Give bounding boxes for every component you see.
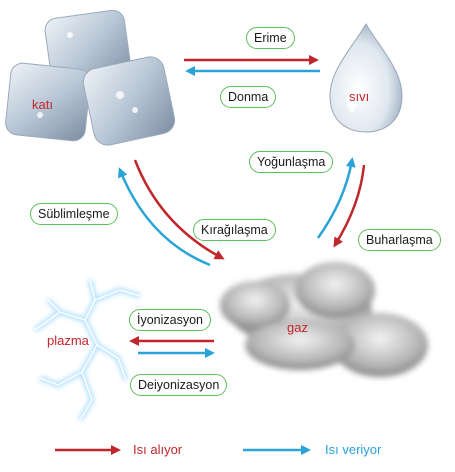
gas-label: gaz — [287, 320, 308, 335]
evaporation-arrow — [333, 164, 366, 248]
condensation-arrow — [316, 157, 356, 239]
cloud-image — [220, 262, 428, 377]
condensation-label: Yoğunlaşma — [249, 151, 334, 173]
legend-releases-text: Isı veriyor — [325, 442, 382, 457]
ice-cubes-image — [5, 9, 176, 146]
water-drop-image — [329, 23, 403, 133]
deposition-arrow — [133, 159, 225, 260]
liquid-label: sıvı — [349, 89, 370, 104]
deposition-label: Kırağılaşma — [193, 219, 276, 241]
sublimation-label: Süblimleşme — [30, 203, 118, 225]
melting-label: Erime — [246, 27, 295, 49]
sublimation-arrow — [117, 167, 211, 267]
deionization-label: Deiyonizasyon — [130, 374, 228, 396]
solid-label: katı — [32, 97, 53, 112]
plasma-label: plazma — [47, 333, 89, 348]
evaporation-label: Buharlaşma — [358, 229, 441, 251]
legend-absorbs-text: Isı alıyor — [133, 442, 183, 457]
ionization-label: İyonizasyon — [129, 309, 212, 331]
freezing-label: Donma — [220, 86, 277, 108]
lightning-image — [33, 279, 141, 422]
